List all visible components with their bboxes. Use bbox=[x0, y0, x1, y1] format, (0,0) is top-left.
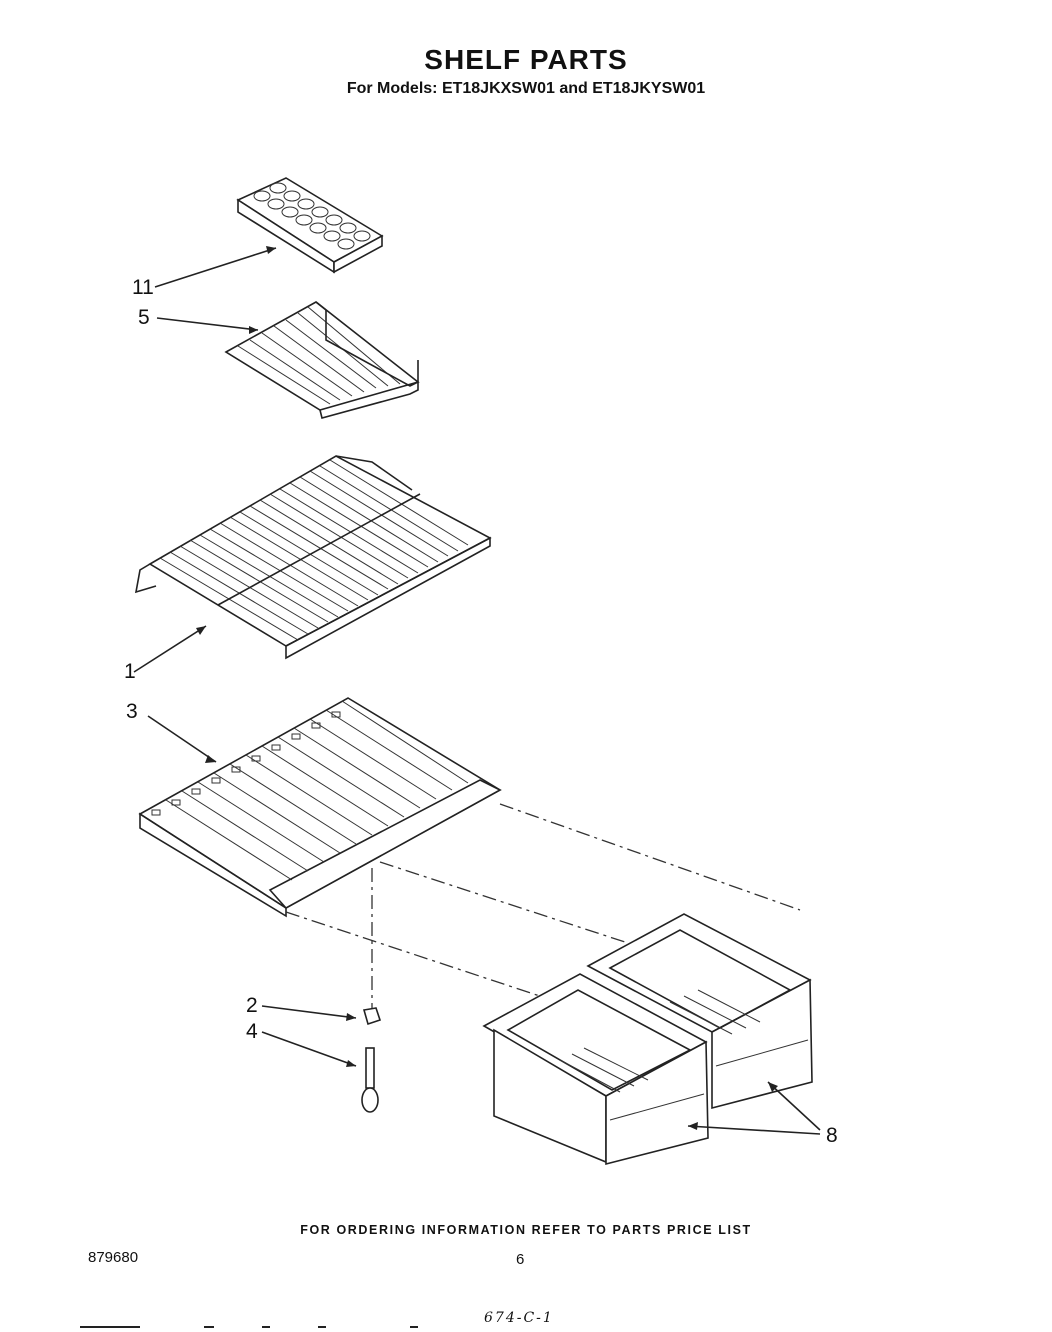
small-wire-shelf-part bbox=[224, 301, 420, 419]
footer-divider bbox=[318, 1326, 326, 1328]
callout-4: 4 bbox=[246, 1020, 258, 1043]
wire-shelf-part bbox=[134, 455, 492, 660]
footer-divider bbox=[204, 1326, 214, 1328]
ice-cube-tray-part bbox=[236, 177, 384, 274]
page-title: SHELF PARTS bbox=[424, 44, 628, 75]
crisper-drawers-part bbox=[482, 913, 813, 1166]
callout-5: 5 bbox=[138, 306, 150, 329]
document-number: 879680 bbox=[88, 1249, 139, 1266]
cover-support-parts bbox=[361, 1007, 382, 1113]
callout-11: 11 bbox=[132, 276, 154, 299]
models-subtitle: For Models: ET18JKXSW01 and ET18JKYSW01 bbox=[346, 80, 706, 97]
callout-3: 3 bbox=[126, 700, 138, 723]
footer-divider bbox=[410, 1326, 418, 1328]
crisper-cover-shelf-part bbox=[138, 697, 502, 918]
footer-divider bbox=[80, 1326, 140, 1328]
page-number: 6 bbox=[516, 1251, 525, 1268]
callout-8: 8 bbox=[826, 1124, 838, 1147]
handwritten-note: 674-C-1 bbox=[484, 1310, 554, 1326]
ordering-note: FOR ORDERING INFORMATION REFER TO PARTS … bbox=[300, 1223, 752, 1237]
footer-divider bbox=[262, 1326, 270, 1328]
callout-2: 2 bbox=[246, 994, 258, 1017]
callout-1: 1 bbox=[124, 660, 136, 683]
